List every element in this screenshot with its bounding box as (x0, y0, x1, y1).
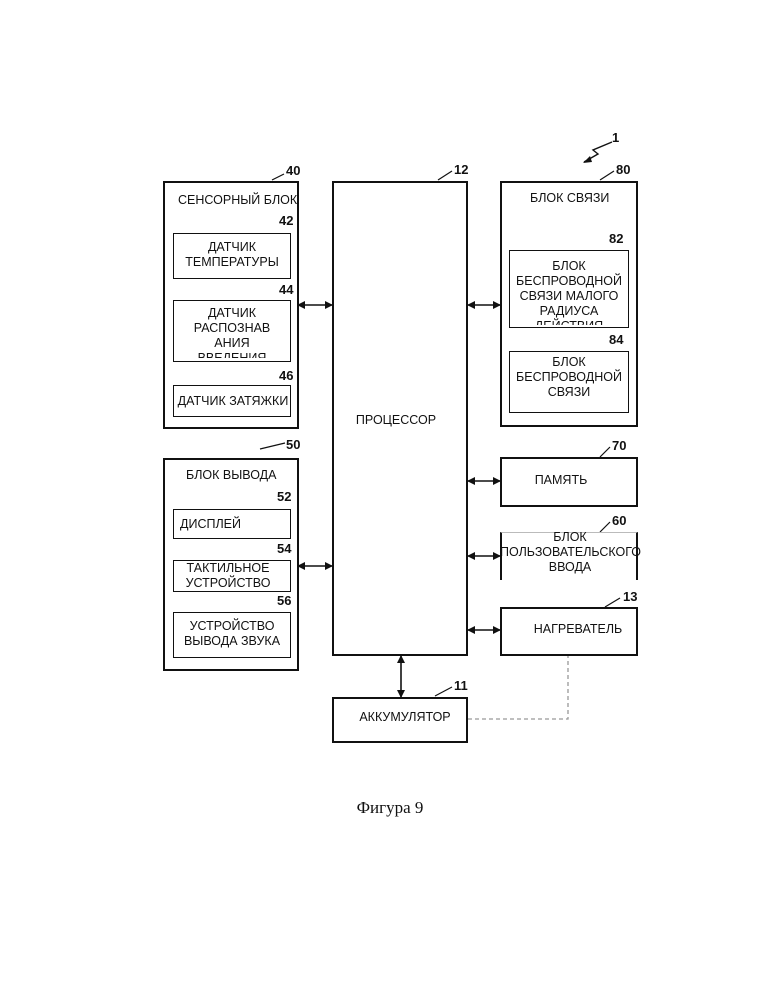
haptic-label: ТАКТИЛЬНОЕ УСТРОЙСТВО (180, 561, 276, 591)
processor-label: ПРОЦЕССОР (346, 413, 446, 428)
battery-heater-dashed-line (468, 656, 568, 719)
display-ref: 52 (277, 489, 291, 504)
wireless-ref: 84 (609, 332, 623, 347)
memory-label: ПАМЯТЬ (516, 473, 606, 488)
temp-sensor-ref: 42 (279, 213, 293, 228)
insertion-sensor-ref: 44 (279, 282, 293, 297)
sound-ref: 56 (277, 593, 291, 608)
sound-label: УСТРОЙСТВО ВЫВОДА ЗВУКА (180, 619, 284, 649)
system-ref-label: 1 (612, 130, 619, 145)
sensor-block-title: СЕНСОРНЫЙ БЛОК (178, 193, 297, 207)
output-block-ref: 50 (286, 437, 300, 452)
display-label: ДИСПЛЕЙ (180, 517, 250, 532)
haptic-ref: 54 (277, 541, 291, 556)
user-input-ref: 60 (612, 513, 626, 528)
heater-ref: 13 (623, 589, 637, 604)
wireless-label: БЛОК БЕСПРОВОДНОЙ СВЯЗИ (514, 355, 624, 400)
comm-block-ref: 80 (616, 162, 630, 177)
short-range-ref: 82 (609, 231, 623, 246)
heater-label: НАГРЕВАТЕЛЬ (528, 622, 628, 637)
temp-sensor-label: ДАТЧИК ТЕМПЕРАТУРЫ (178, 240, 286, 270)
battery-label: АККУМУЛЯТОР (355, 710, 455, 725)
short-range-label: БЛОК БЕСПРОВОДНОЙ СВЯЗИ МАЛОГО РАДИУСА Д… (512, 259, 626, 325)
sensor-block-ref: 40 (286, 163, 300, 178)
puff-sensor-ref: 46 (279, 368, 293, 383)
puff-sensor-label: ДАТЧИК ЗАТЯЖКИ (175, 394, 291, 409)
battery-ref: 11 (454, 678, 468, 693)
memory-ref: 70 (612, 438, 626, 453)
user-input-label: БЛОК ПОЛЬЗОВАТЕЛЬСКОГО ВВОДА (500, 530, 640, 575)
insertion-sensor-label: ДАТЧИК РАСПОЗНАВ АНИЯ ВВЕДЕНИЯ (186, 306, 278, 358)
comm-block-title: БЛОК СВЯЗИ (530, 191, 609, 205)
output-block-title: БЛОК ВЫВОДА (186, 468, 276, 482)
processor-ref: 12 (454, 162, 468, 177)
figure-caption: Фигура 9 (0, 798, 780, 818)
